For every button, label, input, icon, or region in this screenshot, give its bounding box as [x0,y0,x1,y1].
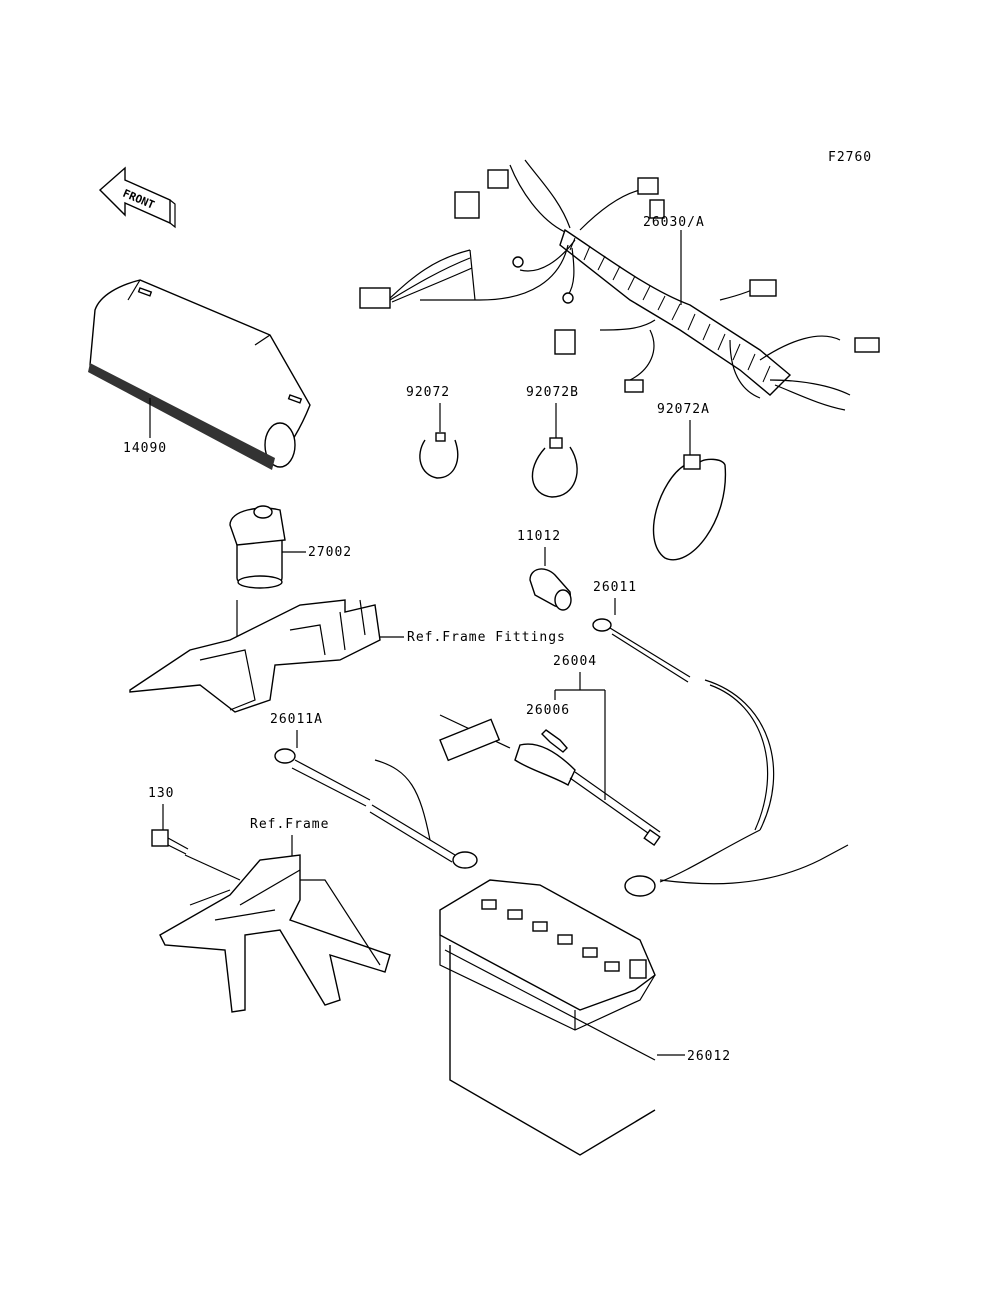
relay-label: 27002 [308,545,352,560]
fuse-holder-26004 [439,714,661,847]
ref-fittings-label: Ref.Frame Fittings [407,630,566,645]
cable-pos-label: 26011 [593,580,637,595]
ref-frame [159,854,391,1013]
frame-fittings-bracket [129,599,381,713]
clamp-92072b: 92072B [526,385,579,498]
bolt-130 [151,829,189,855]
fuse-label: 26006 [526,703,570,718]
clamp-92072: 92072 [406,385,459,479]
cap-11012 [529,568,572,611]
cable-26011 [592,618,849,897]
main-harness [359,159,880,411]
harness-label: 26030/A [643,215,705,230]
battery-26012 [439,879,656,1156]
ref-frame-label: Ref.Frame [250,817,329,832]
cable-neg-label: 26011A [270,712,323,727]
relay-27002 [229,505,286,589]
clamp-92072a: 92072A [652,402,727,561]
clamp-a-label: 92072 [406,385,450,400]
cable-26011a [274,748,478,869]
bolt-label: 130 [148,786,174,801]
fuse-26006 [541,729,568,753]
front-arrow-icon: FRONT [98,166,176,229]
cap-label: 11012 [517,529,561,544]
clamp-c-label: 92072A [657,402,710,417]
cover-label: 14090 [123,441,167,456]
clamp-b-label: 92072B [526,385,579,400]
figure-code: F2760 [828,150,872,165]
fuse-set-label: 26004 [553,654,597,669]
cover-14090 [88,279,311,470]
battery-label: 26012 [687,1049,731,1064]
